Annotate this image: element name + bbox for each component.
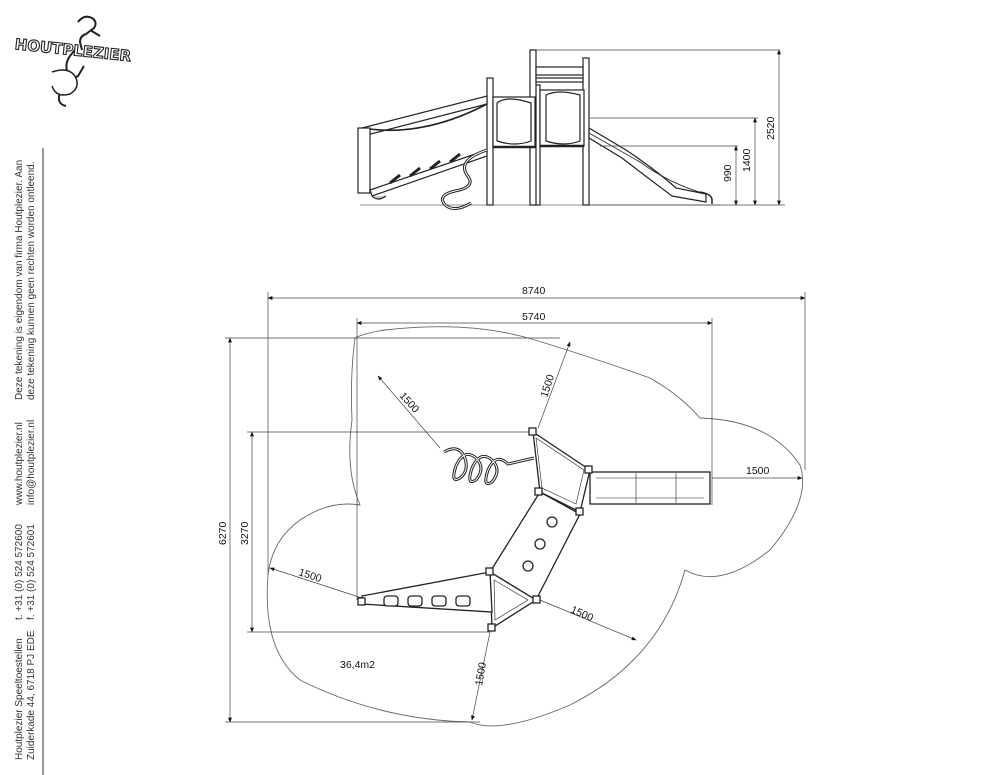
dim-inner-depth: 3270 bbox=[239, 521, 251, 545]
dim-overall-width: 8740 bbox=[522, 285, 546, 297]
safety-zone-outline bbox=[266, 326, 804, 727]
area-label: 36,4m2 bbox=[340, 659, 375, 671]
climber-figure-icon bbox=[57, 15, 101, 107]
dim-safety-top: 1500 bbox=[538, 373, 557, 399]
dim-total-height: 2520 bbox=[765, 116, 777, 140]
dim-safety-slide: 1500 bbox=[746, 465, 770, 477]
dim-inner-width: 5740 bbox=[522, 311, 546, 323]
plan-dimensions bbox=[225, 292, 806, 723]
dim-safety-bottom-right: 1500 bbox=[569, 604, 595, 625]
spiral-pole bbox=[443, 447, 535, 485]
dim-safety-bottom: 1500 bbox=[473, 661, 489, 686]
dim-deck-height: 1400 bbox=[741, 148, 753, 172]
dim-safety-left: 1500 bbox=[297, 566, 323, 585]
dim-safety-top-left: 1500 bbox=[397, 390, 422, 416]
dim-low-deck-height: 990 bbox=[722, 164, 734, 182]
structure-plan bbox=[357, 427, 711, 632]
dim-overall-depth: 6270 bbox=[217, 521, 229, 545]
elevation-dimensions bbox=[536, 49, 785, 206]
logo-text: HOUTPLEZIER bbox=[14, 35, 132, 65]
side-elevation bbox=[357, 49, 720, 210]
houtplezier-logo: HOUTPLEZIER bbox=[13, 15, 133, 107]
